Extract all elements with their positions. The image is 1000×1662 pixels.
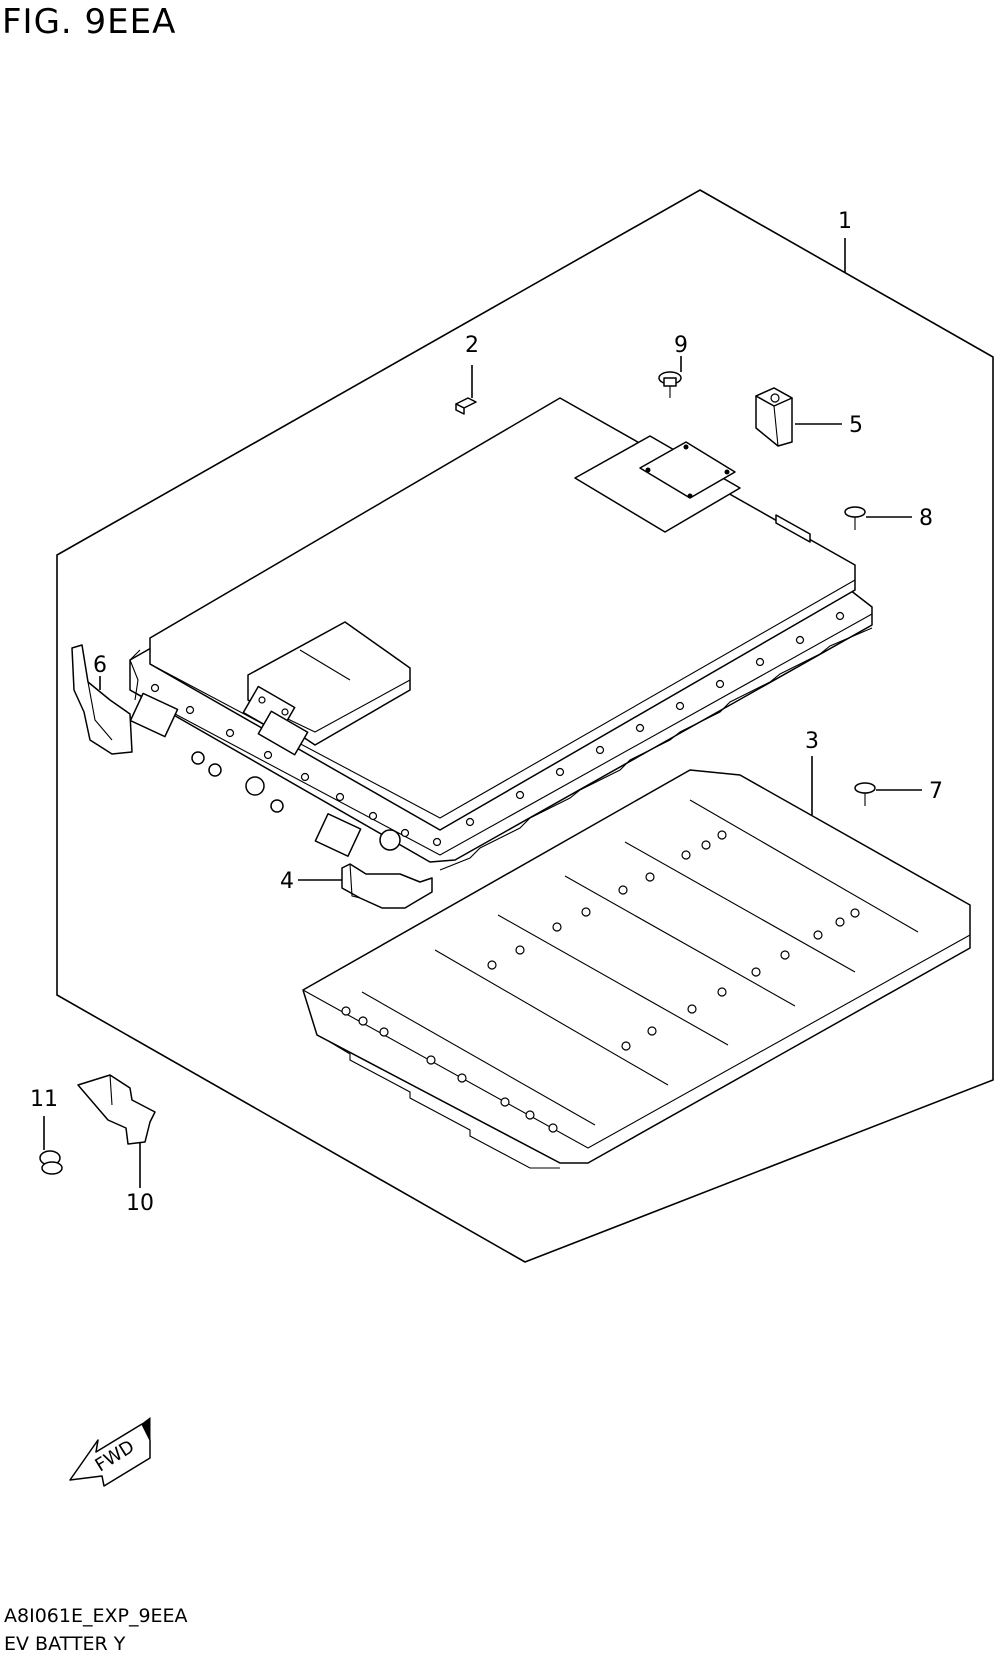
part-4-cover-bracket[interactable] <box>341 863 433 909</box>
part-5-bracket[interactable] <box>755 387 793 447</box>
battery-pack-body[interactable] <box>129 397 873 871</box>
part-6-side-bracket[interactable] <box>71 644 133 755</box>
part-2-plug[interactable] <box>455 397 477 415</box>
assembly-boundary <box>56 189 994 1263</box>
leader-lines <box>43 238 922 1188</box>
callout-6: 6 <box>93 653 107 678</box>
callout-4: 4 <box>280 869 294 894</box>
part-9-bolt[interactable] <box>658 371 682 398</box>
figure-name: EV BATTER Y <box>4 1633 126 1655</box>
callout-10: 10 <box>126 1191 154 1216</box>
fwd-arrow-icon: FWD <box>69 1417 151 1487</box>
part-10-clip-bracket[interactable] <box>77 1074 156 1145</box>
part-8-screw[interactable] <box>844 506 866 530</box>
callout-2: 2 <box>465 333 479 358</box>
figure-title: FIG. 9EEA <box>2 2 177 42</box>
figure-code: A8I061E_EXP_9EEA <box>4 1605 188 1627</box>
callout-5: 5 <box>849 413 863 438</box>
callout-8: 8 <box>919 506 933 531</box>
callout-1: 1 <box>838 209 852 234</box>
callout-11: 11 <box>30 1087 58 1112</box>
part-11-clip[interactable] <box>39 1150 63 1175</box>
callout-3: 3 <box>805 729 819 754</box>
callout-7: 7 <box>929 779 943 804</box>
callout-9: 9 <box>674 333 688 358</box>
part-7-screw[interactable] <box>854 782 876 806</box>
part-3-bottom-plate[interactable] <box>302 769 971 1169</box>
